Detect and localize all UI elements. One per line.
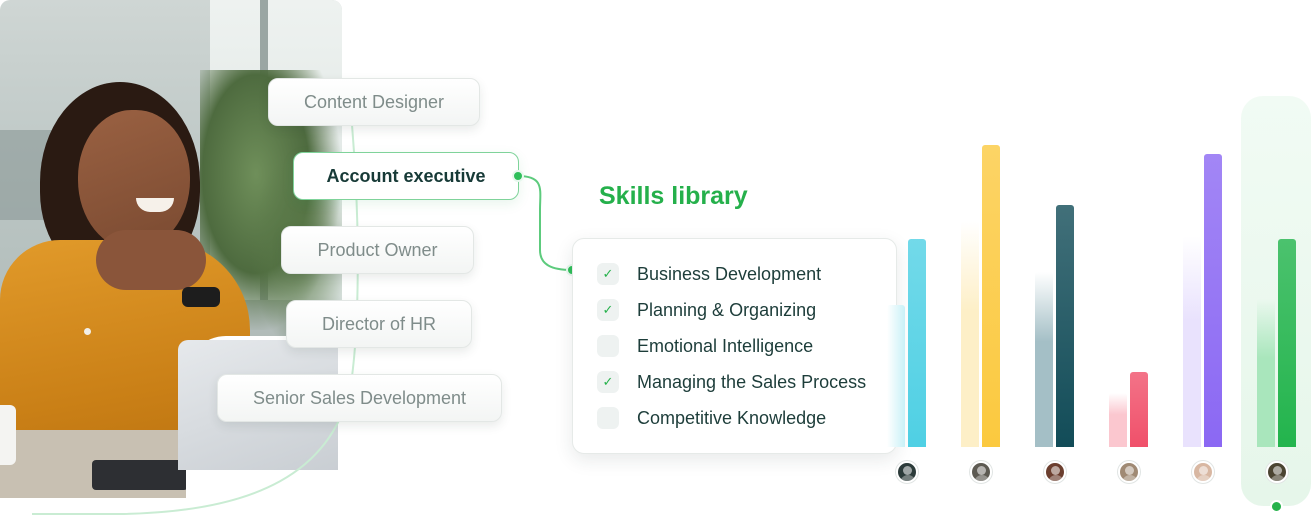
- bar-candidate-5-series-2: [1204, 154, 1222, 447]
- bar-candidate-2-series-1: [961, 220, 979, 447]
- photo-hands: [96, 230, 206, 290]
- checkbox-icon[interactable]: ✓: [597, 263, 619, 285]
- bar-candidate-3-series-2: [1056, 205, 1074, 447]
- bar-candidate-6-series-1: [1257, 299, 1275, 447]
- checkbox-icon[interactable]: ✓: [597, 371, 619, 393]
- bar-candidate-5-series-1: [1183, 235, 1201, 447]
- candidate-avatar-3[interactable]: [1044, 461, 1066, 483]
- skill-item-planning-organizing[interactable]: ✓ Planning & Organizing: [597, 297, 816, 323]
- skill-item-managing-sales-process[interactable]: ✓ Managing the Sales Process: [597, 369, 866, 395]
- highlighted-candidate-column: [1241, 96, 1311, 506]
- bar-candidate-3-series-1: [1035, 271, 1053, 447]
- candidate-avatar-6[interactable]: [1266, 461, 1288, 483]
- candidate-avatar-4[interactable]: [1118, 461, 1140, 483]
- candidate-avatar-1[interactable]: [896, 461, 918, 483]
- photo-shirt-button: [84, 328, 91, 335]
- photo-watch: [182, 287, 220, 307]
- checkbox-icon[interactable]: [597, 407, 619, 429]
- role-chip-director-of-hr[interactable]: Director of HR: [286, 300, 472, 348]
- bar-candidate-2-series-2: [982, 145, 1000, 447]
- role-chip-senior-sales-development[interactable]: Senior Sales Development: [217, 374, 502, 422]
- candidate-avatar-2[interactable]: [970, 461, 992, 483]
- selected-candidate-indicator: [1270, 500, 1283, 513]
- connector-start-dot: [512, 170, 524, 182]
- skills-library-title: Skills library: [599, 182, 748, 210]
- photo-laptop-base: [92, 460, 188, 490]
- candidate-avatar-5[interactable]: [1192, 461, 1214, 483]
- skills-library-card: ✓ Business Development ✓ Planning & Orga…: [572, 238, 897, 454]
- photo-face: [78, 110, 190, 250]
- role-chip-account-executive[interactable]: Account executive: [293, 152, 519, 200]
- bar-candidate-1-series-1: [887, 305, 905, 447]
- role-chip-content-designer[interactable]: Content Designer: [268, 78, 480, 126]
- bar-candidate-4-series-1: [1109, 392, 1127, 447]
- photo-cup: [0, 405, 16, 465]
- checkbox-icon[interactable]: ✓: [597, 299, 619, 321]
- role-chip-product-owner[interactable]: Product Owner: [281, 226, 474, 274]
- skill-item-business-development[interactable]: ✓ Business Development: [597, 261, 821, 287]
- bar-candidate-4-series-2: [1130, 371, 1148, 447]
- bar-candidate-1-series-2: [908, 238, 926, 447]
- skill-item-competitive-knowledge[interactable]: Competitive Knowledge: [597, 405, 826, 431]
- checkbox-icon[interactable]: [597, 335, 619, 357]
- bar-candidate-6-series-2: [1278, 238, 1296, 447]
- skill-item-emotional-intelligence[interactable]: Emotional Intelligence: [597, 333, 813, 359]
